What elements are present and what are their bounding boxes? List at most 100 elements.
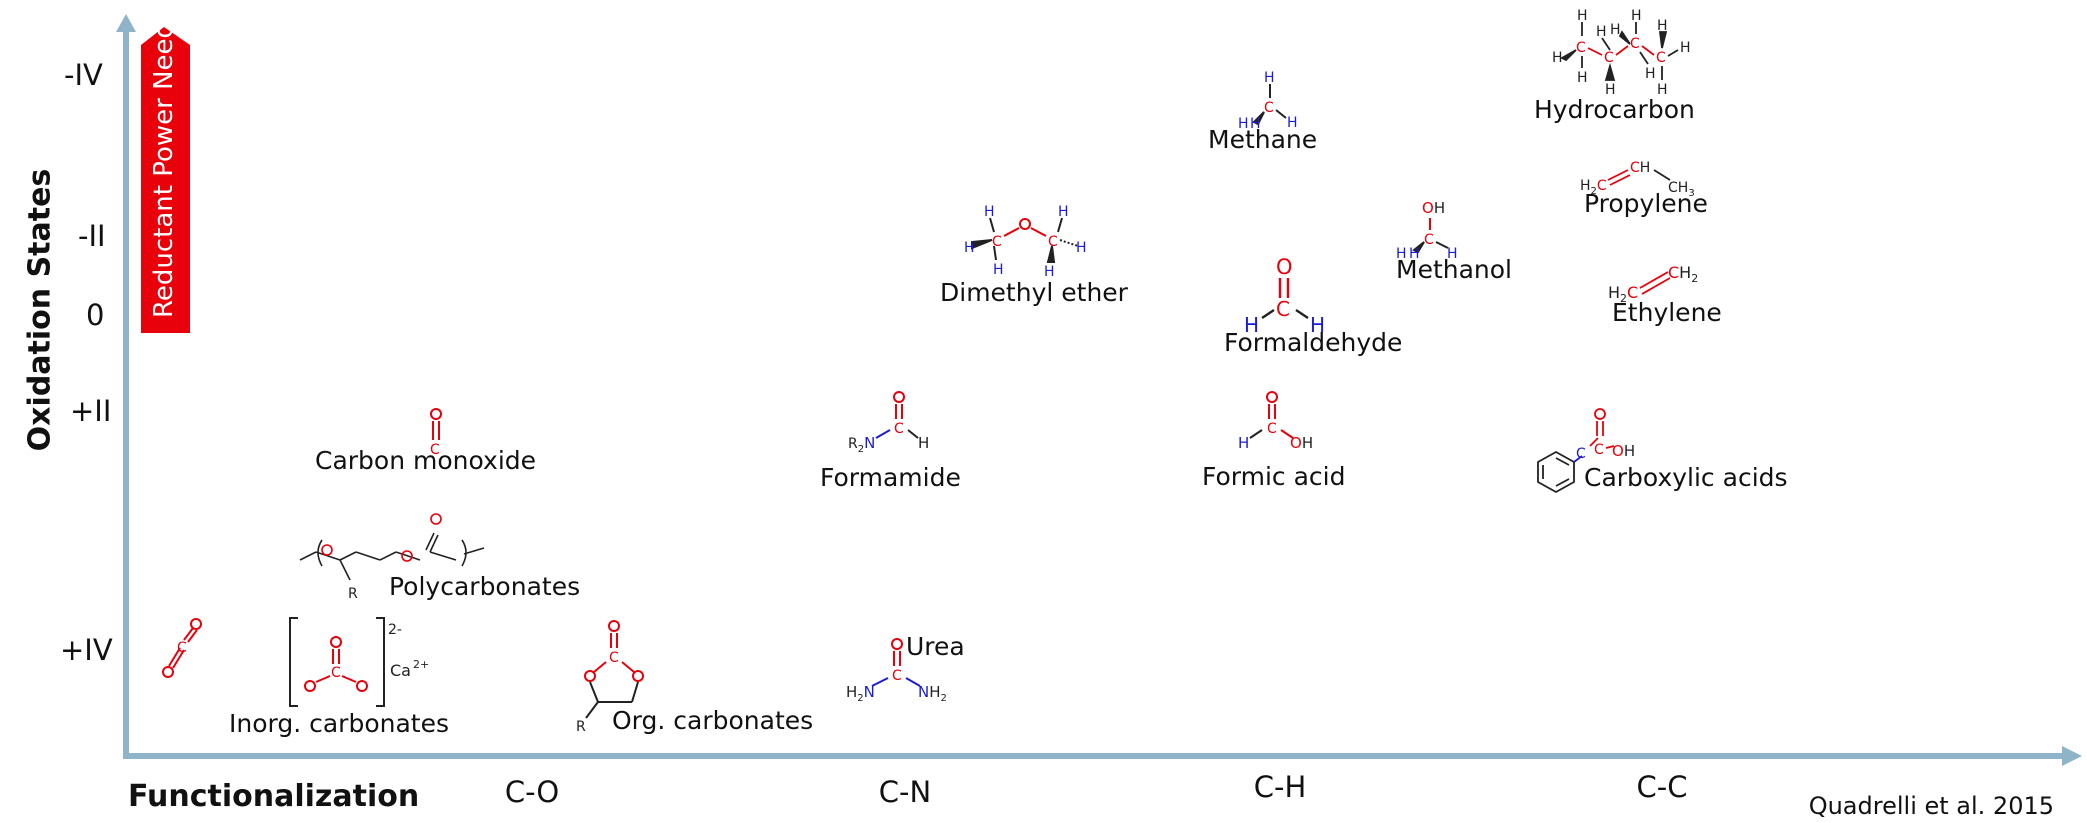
x-axis-label: Functionalization xyxy=(128,779,420,814)
svg-text:H: H xyxy=(1680,40,1691,56)
svg-text:CH2: CH2 xyxy=(1668,263,1698,285)
svg-text:H: H xyxy=(1577,70,1588,86)
x-category-c-n: C-N xyxy=(878,775,932,809)
svg-text:H2C: H2C xyxy=(1608,283,1638,305)
label-formic-acid: Formic acid xyxy=(1202,462,1346,491)
svg-text:C: C xyxy=(1604,50,1614,66)
svg-text:H: H xyxy=(993,262,1004,278)
x-category-c-c: C-C xyxy=(1636,770,1688,804)
carboxylic-acid-structure: C C OH xyxy=(1537,408,1635,494)
svg-text:H: H xyxy=(964,240,975,256)
svg-text:R2N: R2N xyxy=(848,434,875,455)
svg-text:H: H xyxy=(1409,246,1420,262)
y-tick-plus-four: +IV xyxy=(60,633,113,667)
svg-text:C: C xyxy=(1630,36,1640,52)
svg-text:H: H xyxy=(1396,246,1407,262)
label-dimethyl-ether: Dimethyl ether xyxy=(940,278,1128,307)
svg-text:OH: OH xyxy=(1290,434,1313,452)
svg-text:H: H xyxy=(1310,313,1325,337)
svg-text:H: H xyxy=(1610,22,1621,38)
label-hydrocarbon: Hydrocarbon xyxy=(1534,95,1695,124)
svg-text:R: R xyxy=(576,719,586,735)
label-inorganic-carbonates: Inorg. carbonates xyxy=(229,709,449,738)
svg-text:C: C xyxy=(430,442,440,458)
label-methane: Methane xyxy=(1208,125,1318,154)
x-category-c-h: C-H xyxy=(1253,770,1307,804)
svg-text:OH: OH xyxy=(1612,442,1635,460)
citation: Quadrelli et al. 2015 xyxy=(1808,792,2054,820)
label-methanol: Methanol xyxy=(1396,255,1513,284)
label-formamide: Formamide xyxy=(820,463,961,492)
svg-text:H: H xyxy=(1238,434,1249,452)
label-polycarbonates: Polycarbonates xyxy=(389,572,581,601)
svg-text:H2N: H2N xyxy=(846,683,875,704)
formic-acid-structure: C H OH xyxy=(1238,391,1313,452)
methanol-structure: OH C H H H xyxy=(1396,199,1458,262)
svg-text:H: H xyxy=(1044,264,1055,280)
svg-text:2-: 2- xyxy=(388,622,402,638)
y-tick-plus-two: +II xyxy=(70,394,112,428)
svg-text:H: H xyxy=(1264,70,1275,86)
inorganic-carbonate-structure: C 2- Ca 2+ xyxy=(289,617,429,707)
label-urea: Urea xyxy=(906,632,965,661)
svg-text:Ca: Ca xyxy=(390,661,411,680)
polycarbonate-structure: R xyxy=(299,513,485,602)
carbon-monoxide-structure: C xyxy=(430,408,442,458)
svg-text:H: H xyxy=(1076,240,1087,256)
label-carbon-monoxide: Carbon monoxide xyxy=(315,446,537,475)
svg-text:C: C xyxy=(1424,232,1434,248)
svg-text:H: H xyxy=(1058,204,1069,220)
svg-text:H2C: H2C xyxy=(1580,178,1607,197)
svg-text:C: C xyxy=(1276,297,1290,321)
y-tick-minus-two: -II xyxy=(78,219,106,253)
svg-text:C: C xyxy=(331,665,341,681)
svg-text:H: H xyxy=(1244,313,1259,337)
svg-text:C: C xyxy=(1594,442,1604,458)
svg-text:C: C xyxy=(1576,446,1586,462)
formamide-structure: C R2N H xyxy=(848,391,929,455)
svg-text:H: H xyxy=(1645,66,1656,82)
svg-text:C: C xyxy=(1656,50,1666,66)
svg-text:C: C xyxy=(892,668,902,684)
svg-text:C: C xyxy=(1576,40,1586,56)
svg-text:H: H xyxy=(1631,8,1642,24)
svg-text:R: R xyxy=(348,586,358,602)
y-axis-label: Oxidation States xyxy=(22,168,58,452)
co2-structure: C xyxy=(162,618,202,678)
svg-text:C: C xyxy=(177,640,187,656)
urea-structure: C H2N NH2 xyxy=(846,638,947,704)
svg-text:H: H xyxy=(1287,115,1298,131)
dimethyl-ether-structure: C C H H H H H H xyxy=(964,204,1087,280)
label-ethylene: Ethylene xyxy=(1612,298,1722,327)
svg-text:H: H xyxy=(1250,116,1261,132)
svg-text:C: C xyxy=(1264,100,1274,116)
svg-text:H: H xyxy=(1657,18,1668,34)
svg-text:C: C xyxy=(992,234,1002,250)
svg-text:H: H xyxy=(918,434,929,452)
reductant-power-label: Reductant Power Need xyxy=(149,21,179,319)
label-carboxylic-acids: Carboxylic acids xyxy=(1584,463,1788,492)
svg-text:C: C xyxy=(1267,421,1277,437)
y-tick-minus-four: -IV xyxy=(64,58,103,92)
svg-text:OH: OH xyxy=(1422,199,1445,217)
methane-structure: C H H H H xyxy=(1238,70,1298,132)
svg-text:C: C xyxy=(609,650,619,666)
svg-text:H: H xyxy=(984,204,995,220)
label-formaldehyde: Formaldehyde xyxy=(1224,328,1403,357)
label-propylene: Propylene xyxy=(1584,189,1708,218)
label-organic-carbonates: Org. carbonates xyxy=(612,706,814,735)
svg-text:H: H xyxy=(1577,8,1588,24)
organic-carbonate-structure: C R xyxy=(576,620,644,735)
svg-text:C: C xyxy=(894,421,904,437)
svg-text:H: H xyxy=(1657,82,1668,98)
x-category-c-o: C-O xyxy=(504,775,560,809)
formaldehyde-structure: O C H H xyxy=(1244,255,1325,337)
propylene-structure: H2C CH CH3 xyxy=(1580,160,1695,199)
reductant-power-arrow xyxy=(141,27,190,333)
svg-text:NH2: NH2 xyxy=(918,683,947,704)
x-axis-arrowhead xyxy=(2062,746,2082,766)
ethylene-structure: H2C CH2 xyxy=(1608,263,1698,305)
hydrocarbon-structure: C C C C H H H H H H H xyxy=(1552,8,1691,98)
svg-text:CH3: CH3 xyxy=(1668,180,1695,199)
